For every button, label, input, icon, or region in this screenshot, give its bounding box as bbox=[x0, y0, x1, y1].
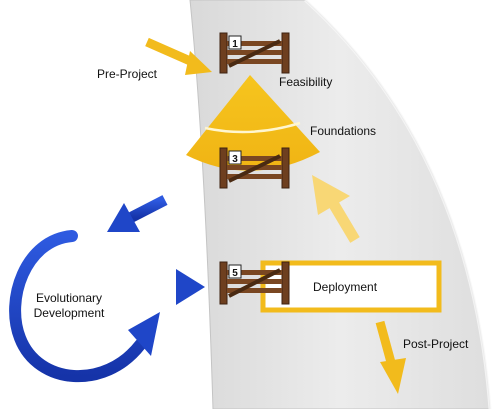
gate-1-icon: 1 bbox=[219, 32, 290, 74]
foundations-cone-icon bbox=[186, 75, 320, 171]
feasibility-label: Feasibility bbox=[279, 75, 332, 89]
evolutionary-in-arrow-icon bbox=[118, 269, 205, 305]
lifecycle-band-highlight bbox=[303, 0, 492, 409]
post-project-label: Post-Project bbox=[403, 337, 469, 351]
foundations-label: Foundations bbox=[310, 124, 376, 138]
evolutionary-out-arrow-icon bbox=[107, 195, 168, 232]
evolutionary-cycle-arrow-icon bbox=[9, 230, 160, 382]
iterate-back-arrow-icon bbox=[312, 175, 360, 243]
evolutionary-label-line2: Development bbox=[34, 306, 105, 320]
gate-5-number: 5 bbox=[232, 268, 238, 279]
pre-project-arrow-icon bbox=[145, 37, 212, 75]
gate-1-number: 1 bbox=[232, 39, 238, 50]
pre-project-label: Pre-Project bbox=[97, 67, 158, 81]
gate-5-icon: 5 bbox=[219, 261, 290, 305]
deployment-box bbox=[260, 260, 442, 313]
gate-3-number: 3 bbox=[232, 154, 238, 165]
post-project-arrow-icon bbox=[375, 320, 406, 394]
gate-3-icon: 3 bbox=[219, 147, 290, 189]
evolutionary-label-line1: Evolutionary bbox=[36, 291, 102, 305]
deployment-label: Deployment bbox=[313, 280, 378, 294]
